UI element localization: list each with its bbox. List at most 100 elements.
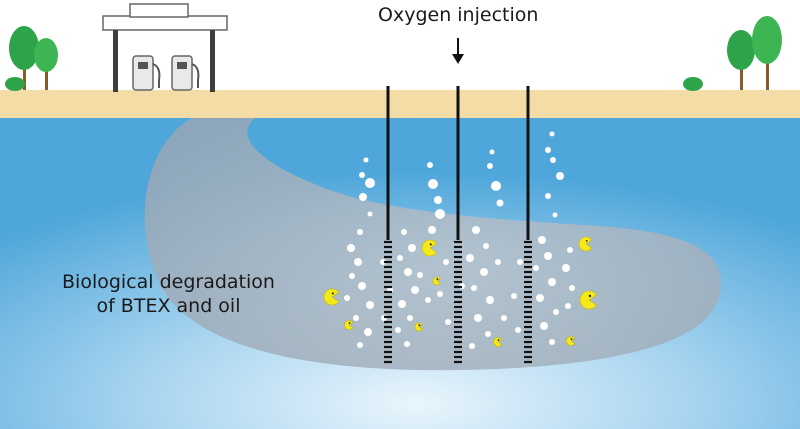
degradation-label-line2: of BTEX and oil	[96, 295, 241, 317]
oxygen-bubble	[485, 331, 491, 337]
oxygen-bubble	[417, 272, 423, 278]
fuel-pump-icon	[132, 55, 161, 91]
oxygen-bubble	[359, 193, 367, 201]
oxygen-bubble	[397, 255, 403, 261]
oxygen-bubble	[549, 339, 555, 345]
oxygen-bubble	[427, 162, 433, 168]
oxygen-bubble	[501, 315, 507, 321]
oxygen-bubble	[445, 319, 451, 325]
injection-wells	[384, 86, 532, 364]
injection-well	[524, 86, 532, 364]
oxygen-bubble	[540, 322, 548, 330]
oxygen-bubble	[364, 328, 372, 336]
pacman-microbe-icon	[578, 236, 593, 252]
oxygen-bubble	[428, 179, 438, 189]
oxygen-bubble	[486, 296, 494, 304]
oxygen-bubble	[347, 244, 355, 252]
oxygen-bubble	[474, 314, 482, 322]
oxygen-bubble	[380, 259, 386, 265]
oxygen-bubble	[398, 300, 406, 308]
oxygen-bubble	[344, 295, 350, 301]
pacman-microbe-icon	[432, 276, 441, 286]
pacman-microbe-icon	[414, 322, 423, 332]
oxygen-bubble	[496, 199, 504, 207]
oxygen-bubble	[443, 259, 449, 265]
injection-well	[384, 86, 392, 364]
tree-icon	[9, 26, 39, 90]
oxygen-bubble	[354, 258, 362, 266]
oxygen-bubble	[538, 236, 546, 244]
tree-icon	[752, 16, 782, 90]
oxygen-bubble	[365, 178, 375, 188]
oxygen-bubble	[556, 172, 564, 180]
well-screen	[524, 240, 532, 364]
oxygen-bubble	[483, 243, 489, 249]
oxygen-bubble	[404, 341, 410, 347]
oxygen-bubble	[428, 226, 436, 234]
shrub-icon	[5, 77, 25, 91]
gas-station-icon	[102, 3, 228, 92]
oxygen-bubbles	[344, 131, 575, 349]
oxygen-bubble	[480, 268, 488, 276]
oxygen-bubble	[533, 265, 539, 271]
oxygen-bubble	[434, 196, 442, 204]
well-screen	[454, 240, 462, 364]
oxygen-bubble	[407, 315, 413, 321]
oxygen-bubble	[567, 247, 573, 253]
pacman-microbe-icon	[493, 337, 503, 347]
oxygen-bubble	[408, 244, 416, 252]
oxygen-injection-label: Oxygen injection	[378, 4, 539, 26]
oxygen-bubble	[353, 315, 359, 321]
oxygen-bubble	[545, 147, 551, 153]
oxygen-bubble	[366, 301, 374, 309]
oxygen-bubble	[437, 291, 443, 297]
degradation-label: Biological degradation of BTEX and oil	[62, 270, 275, 318]
oxygen-bubble	[489, 149, 495, 155]
pacman-microbe-icon	[566, 336, 576, 346]
well-screen	[384, 240, 392, 364]
oxygen-bubble	[349, 273, 355, 279]
oxygen-bubble	[549, 131, 555, 137]
oxygen-bubble	[548, 278, 556, 286]
oxygen-bubble	[435, 209, 445, 219]
oxygen-bubble	[487, 163, 493, 169]
oxygen-bubble	[358, 282, 366, 290]
oxygen-bubble	[491, 181, 501, 191]
oxygen-bubble	[550, 157, 556, 163]
pacman-microbe-icon	[421, 239, 438, 257]
oxygen-bubble	[569, 285, 575, 291]
tree-icon	[727, 30, 755, 90]
oxygen-bubble	[469, 343, 475, 349]
oxygen-bubble	[536, 294, 544, 302]
oxygen-bubble	[357, 229, 363, 235]
oxygen-bubble	[466, 254, 474, 262]
arrow-down-icon	[452, 38, 464, 64]
oxygen-bubble	[517, 259, 523, 265]
oxygen-bubble	[511, 293, 517, 299]
oxygen-bubble	[357, 342, 363, 348]
ground-surface	[0, 90, 800, 118]
oxygen-bubble	[553, 309, 559, 315]
oxygen-bubble	[472, 226, 480, 234]
oxygen-bubble	[552, 212, 558, 218]
oxygen-bubble	[395, 327, 401, 333]
tree-icon	[34, 38, 58, 90]
pacman-microbe-icon	[344, 320, 354, 330]
oxygen-bubble	[495, 259, 501, 265]
oxygen-bubble	[404, 268, 412, 276]
oxygen-bubble	[411, 286, 419, 294]
oxygen-bubble	[359, 172, 365, 178]
oxygen-bubble	[544, 252, 552, 260]
pacman-microbe-icon	[323, 288, 340, 306]
shrub-icon	[683, 77, 703, 91]
oxygen-bubble	[471, 285, 477, 291]
oxygen-bubble	[562, 264, 570, 272]
degradation-label-line1: Biological degradation	[62, 271, 275, 293]
injection-well	[454, 86, 462, 364]
pacman-microbe-icon	[579, 290, 597, 310]
oxygen-bubble	[515, 327, 521, 333]
oxygen-bubble	[425, 297, 431, 303]
oxygen-bubble	[367, 211, 373, 217]
